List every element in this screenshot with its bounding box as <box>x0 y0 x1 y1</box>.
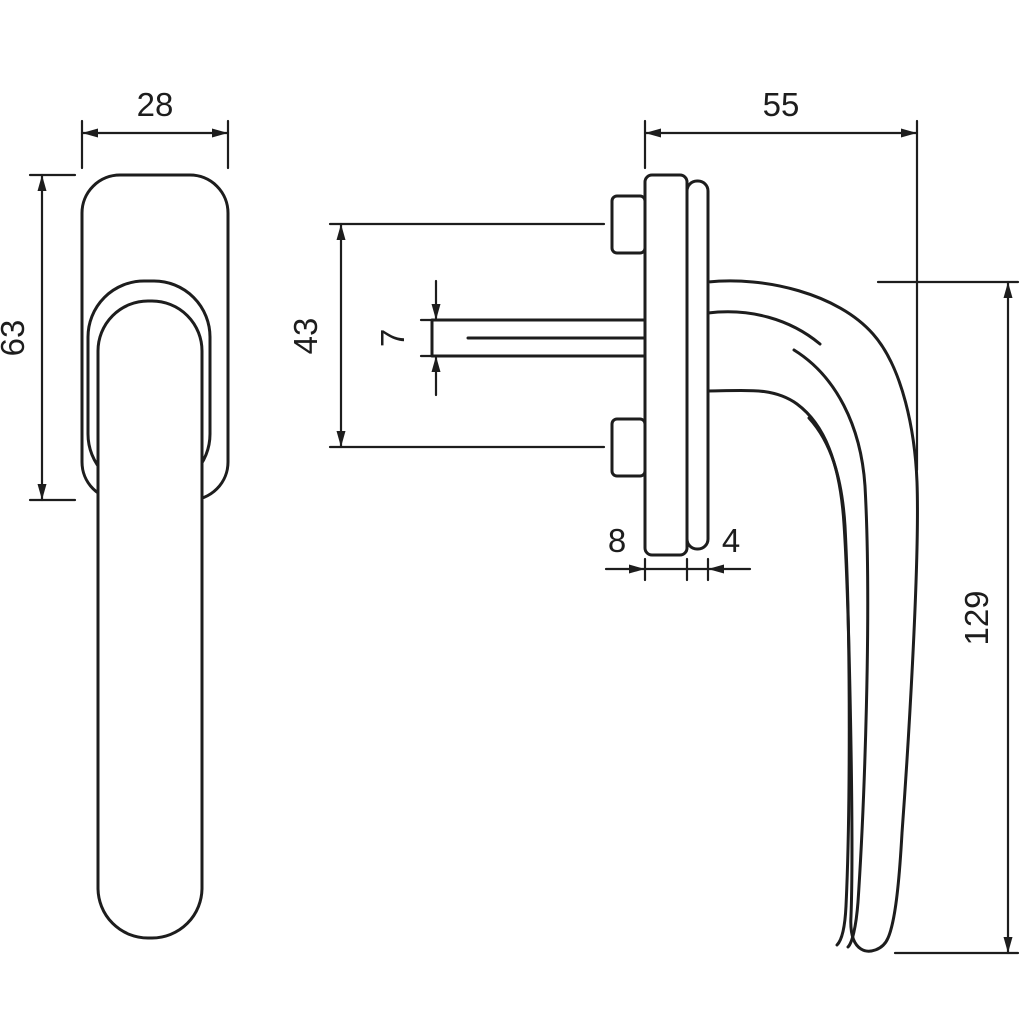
arrowhead-left <box>708 564 724 574</box>
screw-boss-bottom <box>610 417 647 478</box>
screw-boss-top <box>610 194 647 255</box>
dim-handle-height-value: 129 <box>958 590 995 645</box>
dim-side-depth: 55 <box>643 86 919 472</box>
arrowhead-down <box>431 304 441 320</box>
side-view: 55 43 7 8 <box>287 86 1020 955</box>
arrowhead-up <box>431 356 441 372</box>
grip-front-outline <box>96 299 204 940</box>
dim-front-base-height: 63 <box>0 173 77 502</box>
dim-plate-thickness-value: 8 <box>608 522 626 559</box>
lever-neck-line <box>706 310 822 346</box>
arrowhead-down <box>1003 937 1013 953</box>
lever-ridge-line <box>792 348 870 949</box>
arrowhead-left <box>82 128 98 138</box>
dim-screw-spacing-value: 43 <box>287 318 324 355</box>
dim-front-width-value: 28 <box>137 86 174 123</box>
arrowhead-down <box>37 484 47 500</box>
dim-plate-thickness: 8 4 <box>604 522 752 582</box>
arrowhead-left <box>645 128 661 138</box>
arrowhead-down <box>336 431 346 447</box>
arrowhead-up <box>1003 282 1013 298</box>
handle-front-outline <box>80 173 230 940</box>
dim-cover-thickness-value: 4 <box>722 522 740 559</box>
arrowhead-right <box>901 128 917 138</box>
arrowhead-up <box>336 224 346 240</box>
arrowhead-right <box>212 128 228 138</box>
cover-cap-side <box>685 179 710 551</box>
lever-front-facet-line <box>807 416 851 947</box>
arrowhead-up <box>37 175 47 191</box>
dim-handle-height: 129 <box>876 280 1020 955</box>
dim-front-base-height-value: 63 <box>0 320 31 357</box>
dim-front-width: 28 <box>80 86 230 170</box>
dim-screw-spacing: 43 <box>287 222 606 449</box>
front-view: 28 63 <box>0 86 230 940</box>
dim-spindle-size-value: 7 <box>374 329 411 347</box>
dim-side-depth-value: 55 <box>763 86 800 123</box>
lever-side-outline <box>706 279 919 953</box>
arrowhead-right <box>629 564 645 574</box>
handle-side-outline <box>430 173 919 953</box>
dim-spindle-size: 7 <box>374 279 454 397</box>
base-plate-side <box>643 173 689 557</box>
